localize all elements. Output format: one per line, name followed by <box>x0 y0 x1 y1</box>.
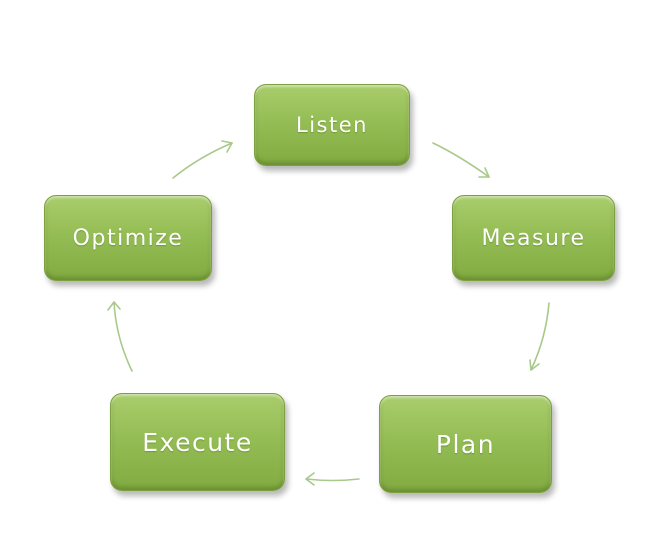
node-optimize: Optimize <box>44 195 212 281</box>
arrowhead-optimize <box>107 301 121 311</box>
arrow-measure-to-plan <box>530 302 550 371</box>
arrowhead-plan <box>529 359 540 371</box>
node-execute: Execute <box>110 393 285 491</box>
arrowhead-measure <box>478 167 490 178</box>
arrow-execute-to-optimize <box>113 301 133 372</box>
node-label-listen: Listen <box>296 113 368 137</box>
node-label-execute: Execute <box>142 427 253 457</box>
arrow-plan-to-execute <box>305 478 360 482</box>
arrowhead-execute <box>305 472 315 486</box>
arrow-optimize-to-listen <box>172 142 233 179</box>
node-listen: Listen <box>254 84 410 166</box>
node-label-measure: Measure <box>481 225 586 251</box>
node-label-optimize: Optimize <box>72 225 184 251</box>
node-plan: Plan <box>379 395 552 493</box>
node-measure: Measure <box>452 195 615 281</box>
arrowhead-listen <box>221 140 233 153</box>
arrow-listen-to-measure <box>432 142 490 178</box>
node-label-plan: Plan <box>435 429 496 459</box>
